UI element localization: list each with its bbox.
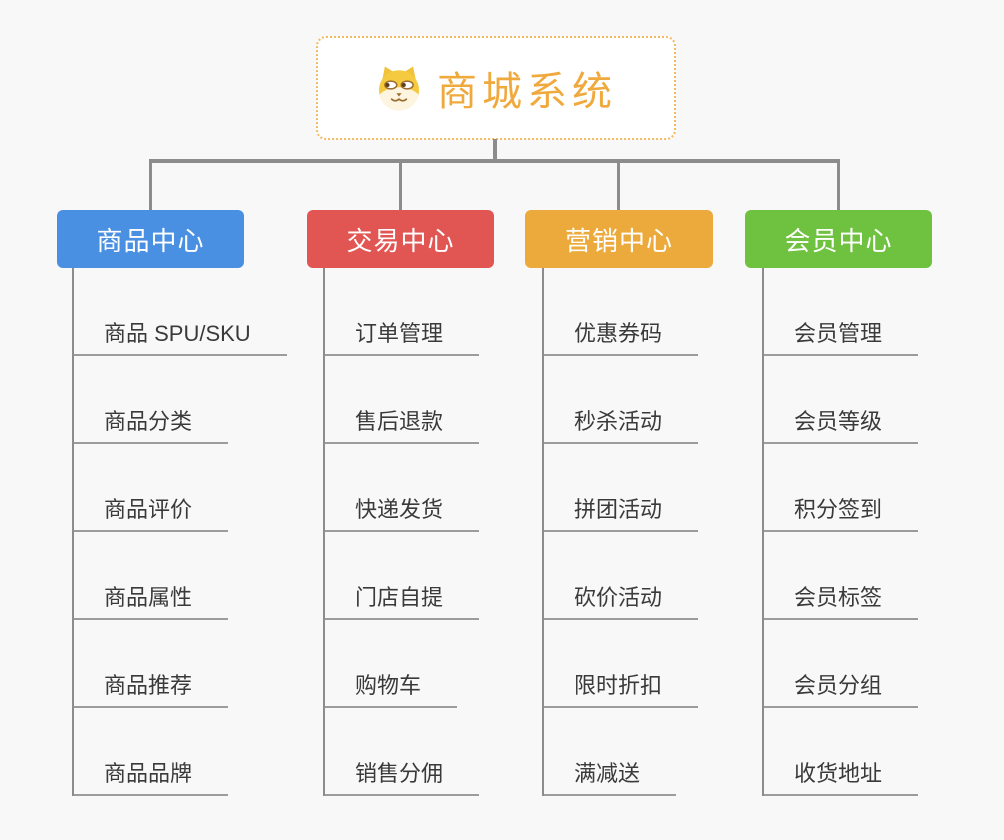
leaf-slot: 会员分组 xyxy=(764,620,919,708)
leaf-node[interactable]: 限时折扣 xyxy=(544,668,699,708)
branch-items-products: 商品 SPU/SKU 商品分类 商品评价 商品属性 商品推荐 商品品牌 xyxy=(72,268,287,796)
leaf-node[interactable]: 商品推荐 xyxy=(74,668,229,708)
leaf-slot: 砍价活动 xyxy=(544,532,699,620)
leaf-slot: 满减送 xyxy=(544,708,698,796)
leaf-node[interactable]: 商品品牌 xyxy=(74,756,229,796)
leaf-node[interactable]: 秒杀活动 xyxy=(544,404,699,444)
leaf-slot: 商品 SPU/SKU xyxy=(74,268,287,356)
leaf-node[interactable]: 会员等级 xyxy=(764,404,919,444)
leaf-slot: 商品评价 xyxy=(74,444,287,532)
leaf-slot: 销售分佣 xyxy=(325,708,480,796)
leaf-slot: 购物车 xyxy=(325,620,479,708)
leaf-slot: 售后退款 xyxy=(325,356,480,444)
connector-drop-trade xyxy=(399,159,402,210)
branch-node-trade[interactable]: 交易中心 xyxy=(307,210,494,268)
leaf-slot: 订单管理 xyxy=(325,268,480,356)
leaf-node[interactable]: 售后退款 xyxy=(325,404,480,444)
leaf-node[interactable]: 订单管理 xyxy=(325,316,480,356)
branch-items-marketing: 优惠券码 秒杀活动 拼团活动 砍价活动 限时折扣 满减送 xyxy=(542,268,699,796)
leaf-node[interactable]: 商品 SPU/SKU xyxy=(74,316,287,356)
leaf-node[interactable]: 满减送 xyxy=(544,756,677,796)
leaf-slot: 拼团活动 xyxy=(544,444,699,532)
root-title: 商城系统 xyxy=(437,70,617,114)
leaf-slot: 门店自提 xyxy=(325,532,480,620)
branch-node-products[interactable]: 商品中心 xyxy=(57,210,244,268)
leaf-slot: 会员等级 xyxy=(764,356,919,444)
leaf-node[interactable]: 砍价活动 xyxy=(544,580,699,620)
leaf-slot: 积分签到 xyxy=(764,444,919,532)
leaf-slot: 快递发货 xyxy=(325,444,480,532)
leaf-slot: 商品推荐 xyxy=(74,620,287,708)
leaf-node[interactable]: 会员分组 xyxy=(764,668,919,708)
leaf-node[interactable]: 收货地址 xyxy=(764,756,919,796)
leaf-node[interactable]: 销售分佣 xyxy=(325,756,480,796)
leaf-node[interactable]: 门店自提 xyxy=(325,580,480,620)
leaf-node[interactable]: 商品属性 xyxy=(74,580,229,620)
leaf-slot: 优惠券码 xyxy=(544,268,699,356)
leaf-node[interactable]: 会员标签 xyxy=(764,580,919,620)
leaf-slot: 商品分类 xyxy=(74,356,287,444)
branch-items-trade: 订单管理 售后退款 快递发货 门店自提 购物车 销售分佣 xyxy=(323,268,480,796)
connector-drop-products xyxy=(149,159,152,210)
branch-items-members: 会员管理 会员等级 积分签到 会员标签 会员分组 收货地址 xyxy=(762,268,919,796)
leaf-slot: 商品品牌 xyxy=(74,708,287,796)
leaf-slot: 收货地址 xyxy=(764,708,919,796)
leaf-slot: 会员管理 xyxy=(764,268,919,356)
leaf-node[interactable]: 会员管理 xyxy=(764,316,919,356)
leaf-slot: 商品属性 xyxy=(74,532,287,620)
leaf-node[interactable]: 购物车 xyxy=(325,668,458,708)
connector-drop-marketing xyxy=(617,159,620,210)
branch-node-members[interactable]: 会员中心 xyxy=(745,210,932,268)
leaf-slot: 秒杀活动 xyxy=(544,356,699,444)
leaf-node[interactable]: 拼团活动 xyxy=(544,492,699,532)
leaf-node[interactable]: 商品评价 xyxy=(74,492,229,532)
leaf-node[interactable]: 商品分类 xyxy=(74,404,229,444)
leaf-node[interactable]: 优惠券码 xyxy=(544,316,699,356)
connector-bus xyxy=(149,159,840,163)
root-node[interactable]: 商城系统 xyxy=(316,36,676,140)
leaf-node[interactable]: 快递发货 xyxy=(325,492,480,532)
branch-node-marketing[interactable]: 营销中心 xyxy=(525,210,713,268)
connector-root-stem xyxy=(493,139,497,163)
leaf-slot: 会员标签 xyxy=(764,532,919,620)
leaf-slot: 限时折扣 xyxy=(544,620,699,708)
shiba-dog-icon xyxy=(378,66,420,111)
leaf-node[interactable]: 积分签到 xyxy=(764,492,919,532)
connector-drop-members xyxy=(837,159,840,210)
